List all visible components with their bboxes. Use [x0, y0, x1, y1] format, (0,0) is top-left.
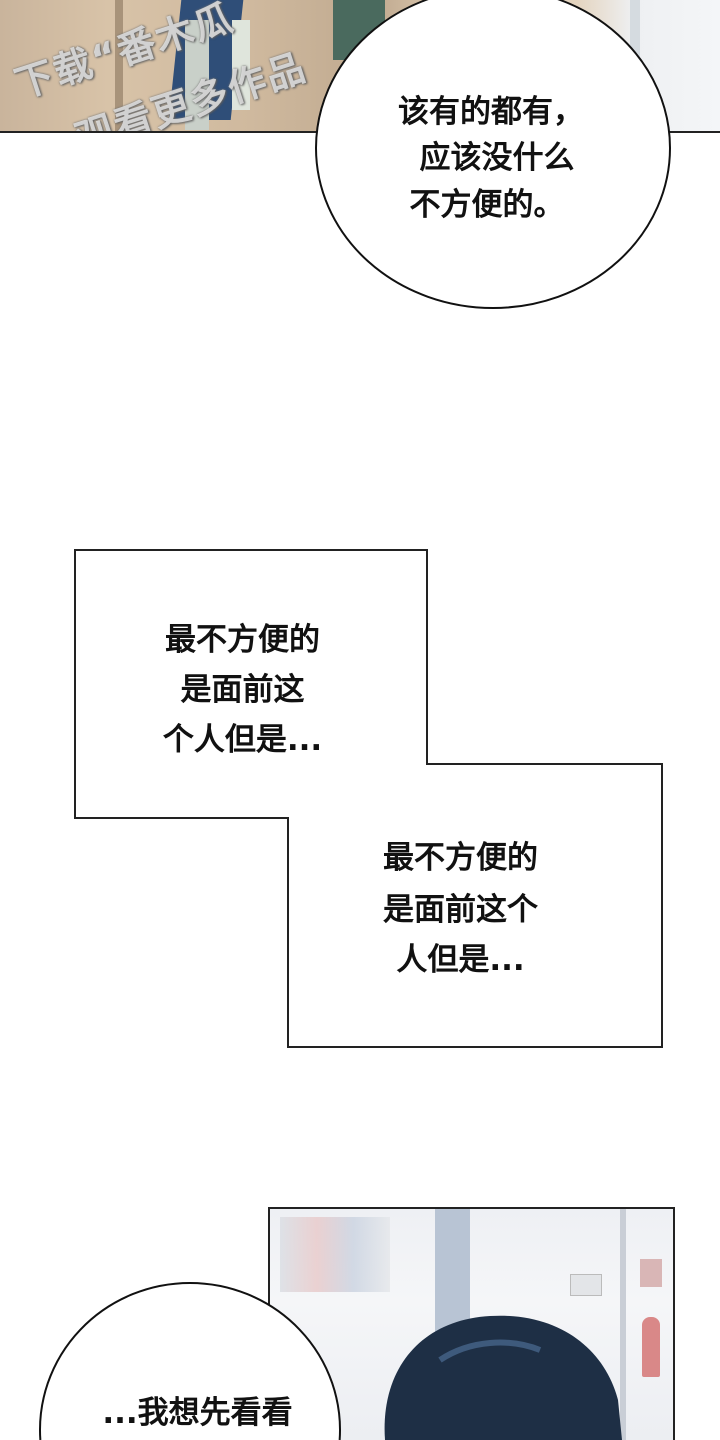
box1-line: 是面前这 [180, 672, 305, 708]
box1-text: 最不方便的 是面前这 个人但是... [75, 0, 410, 800]
narration-boxes [74, 549, 663, 1048]
character-hair [384, 1315, 622, 1440]
speech-bubble-3 [39, 1282, 341, 1440]
shelf-divider [115, 0, 123, 131]
bubble3-text: ...我想先看看 [40, 0, 355, 1435]
bubble1-line: 不方便的。 [409, 187, 565, 223]
bubble1-line: 应该没什么 [419, 140, 575, 176]
alarm-panel [640, 1259, 662, 1287]
shelf-items [280, 1217, 390, 1292]
fire-extinguisher [642, 1317, 660, 1377]
speech-bubble-1 [315, 0, 671, 309]
box2-line: 最不方便的 [383, 840, 538, 876]
bubble3-line: ...我想先看看 [102, 1395, 293, 1431]
wall-outlet [570, 1274, 602, 1296]
bubble1-text: 该有的都有， 应该没什么 不方便的。 [316, 0, 666, 300]
box1-line: 个人但是... [162, 722, 323, 758]
bubble1-line: 该有的都有， [398, 94, 584, 130]
book-light [185, 20, 209, 130]
pillar [620, 1209, 626, 1440]
box2-text: 最不方便的 是面前这个 人但是... [288, 0, 633, 1000]
box2-line: 是面前这个 [383, 892, 538, 928]
book-pale [232, 20, 250, 110]
hair-highlight [438, 1339, 542, 1363]
box1-line: 最不方便的 [165, 622, 320, 658]
box2-line: 人但是... [396, 942, 525, 978]
